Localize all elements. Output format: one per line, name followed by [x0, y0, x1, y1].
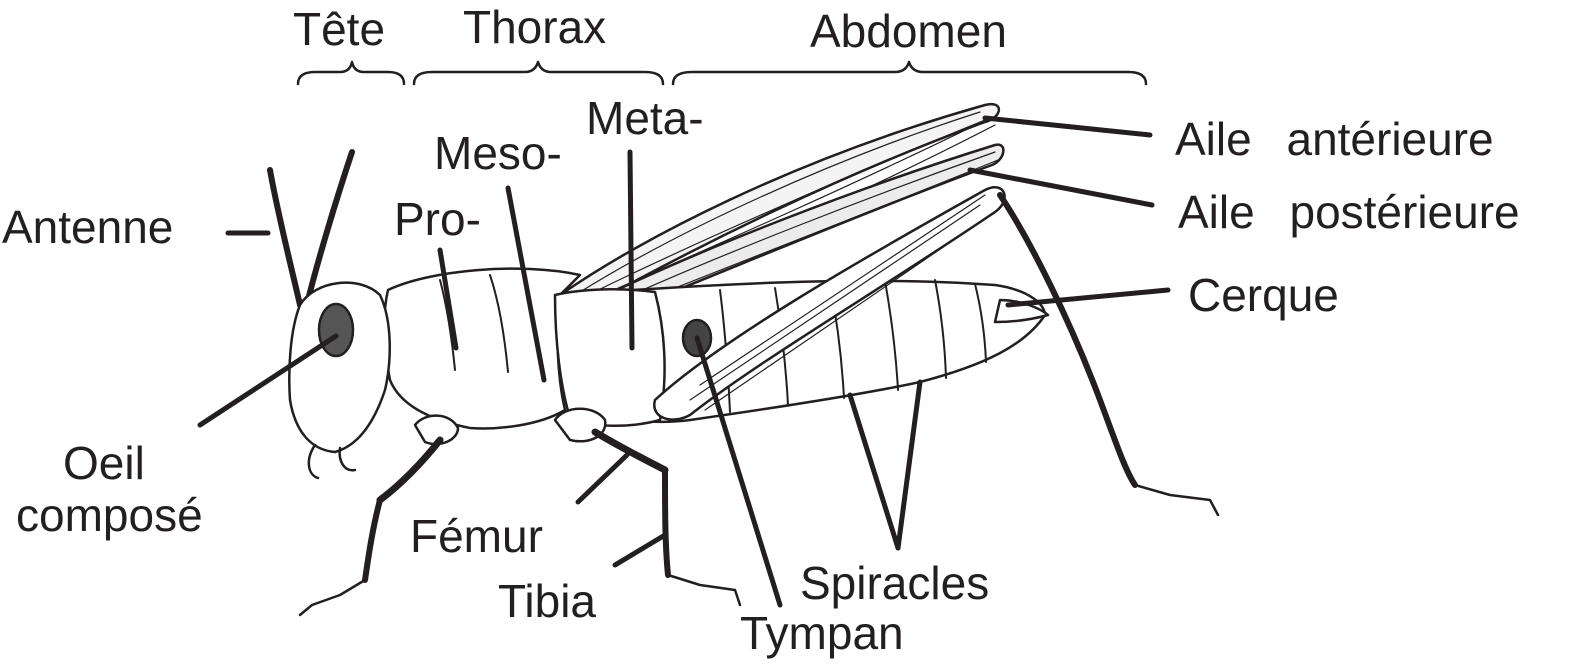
- label-prothorax: Pro-: [394, 193, 481, 245]
- hind-tarsus: [1133, 483, 1220, 517]
- label-cercus: Cerque: [1188, 269, 1339, 321]
- hind-femur: [653, 186, 1006, 421]
- forewing-veins: [579, 111, 996, 298]
- front-tarsus: [298, 578, 367, 617]
- leader-spiracle-2: [895, 379, 923, 551]
- leader-femur: [575, 452, 630, 505]
- mid-tibia: [662, 467, 671, 578]
- leader-pro: [437, 247, 459, 351]
- abdomen-brace: [671, 60, 1148, 86]
- antenna-right: [305, 149, 355, 303]
- forewing: [558, 102, 1001, 302]
- label-tympanum: Tympan: [740, 607, 904, 659]
- leader-meta: [627, 149, 635, 351]
- head-brace: [296, 60, 406, 86]
- hind-femur-pattern: [689, 194, 991, 411]
- pronotum-ridges: [439, 274, 509, 373]
- label-tibia: Tibia: [498, 575, 596, 627]
- leader-cercus: [1005, 287, 1171, 308]
- leader-eye: [197, 333, 339, 428]
- hind-tibia: [997, 192, 1138, 488]
- label-metathorax: Meta-: [586, 92, 704, 144]
- metathorax-plate: [553, 288, 666, 427]
- leader-forewing: [982, 115, 1153, 138]
- leader-tibia: [612, 532, 668, 568]
- label-compound-eye-line2: composé: [16, 489, 203, 541]
- hindwing-veins: [619, 151, 999, 303]
- head-capsule: [288, 281, 391, 454]
- leader-tympanum: [694, 335, 783, 608]
- label-antenna: Antenne: [2, 201, 174, 253]
- thorax-body: [383, 267, 582, 430]
- front-tibia: [362, 497, 383, 583]
- leader-hindwing: [967, 167, 1155, 208]
- label-abdomen: Abdomen: [810, 5, 1007, 57]
- label-thorax: Thorax: [463, 1, 607, 53]
- mouthparts: [307, 443, 357, 480]
- label-compound-eye-line1: Oeil: [63, 437, 145, 489]
- antenna-left: [267, 167, 303, 308]
- label-spiracles: Spiracles: [800, 557, 990, 609]
- mid-femur: [591, 428, 669, 474]
- label-forewing: Aile antérieure: [1175, 113, 1494, 165]
- leader-meso: [505, 185, 547, 383]
- front-femur: [376, 436, 444, 504]
- compound-eye: [317, 302, 355, 358]
- label-mesothorax: Meso-: [434, 127, 562, 179]
- label-hindwing: Aile postérieure: [1178, 186, 1520, 238]
- leader-spiracle-1: [847, 392, 901, 551]
- label-head: Tête: [293, 3, 386, 55]
- label-femur: Fémur: [410, 510, 543, 562]
- thorax-brace: [412, 60, 665, 86]
- mid-tarsus: [666, 573, 742, 607]
